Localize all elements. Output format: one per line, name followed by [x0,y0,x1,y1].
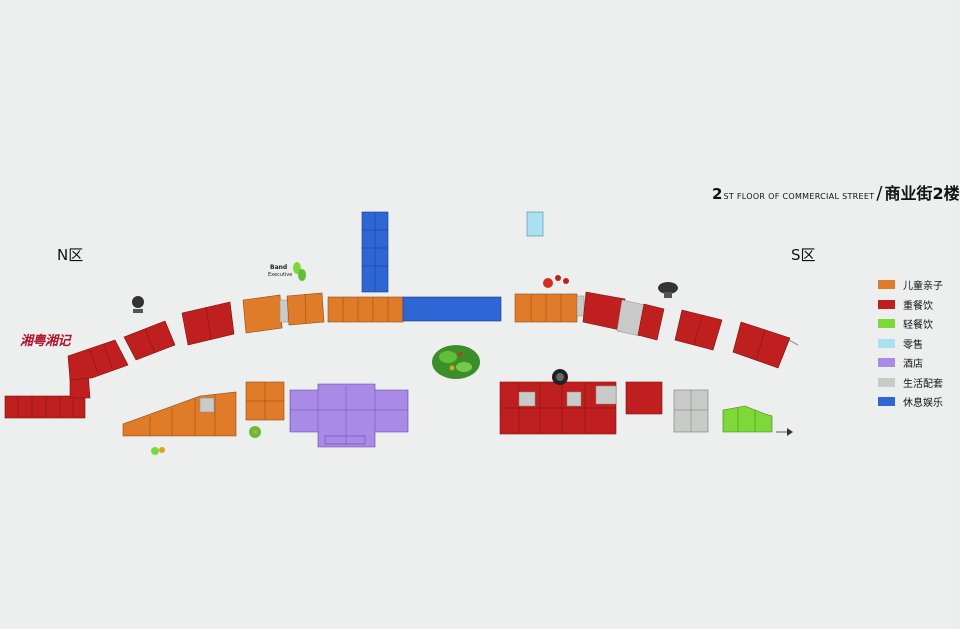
unit-n-04[interactable] [123,320,176,361]
light-dining-block [722,405,773,433]
color-swatch [878,280,895,290]
legend-label: 儿童亲子 [903,281,943,293]
legend-label: 重餐饮 [903,300,933,312]
zone-label-south: S区 [791,246,816,264]
unit-light-dining[interactable] [722,405,773,433]
legend-item: 休息娱乐 [878,392,943,412]
unit-c-01[interactable] [327,296,404,323]
leaf-logo-icon [293,262,306,281]
title-number: 2 [712,185,723,203]
bonsai-logo-icon [658,282,678,298]
lower-left-kids [122,381,285,437]
legend-label: 生活配套 [903,378,943,390]
central-kids-south [514,293,585,323]
color-swatch [878,377,895,387]
unit-s-04[interactable] [732,321,791,369]
unit-n-05[interactable] [181,301,235,346]
legend-label: 休息娱乐 [903,398,943,410]
services-block [673,389,709,433]
unit-r-02[interactable] [625,381,663,415]
hotel-block [289,383,409,448]
north-arc-dining [4,301,235,419]
green-logo-icon [151,447,165,455]
brand-logo-text: 湘粤湘记 [20,334,71,349]
unit-retail-01[interactable] [526,211,544,237]
legend-item: 生活配套 [878,373,943,393]
south-arc-dining [582,291,799,369]
color-swatch [878,319,895,329]
legend-item: 零售 [878,334,943,354]
unit-blue-corridor[interactable] [402,296,502,322]
title-slash: / [876,183,883,204]
unit-n-01[interactable] [4,395,86,419]
title-english: ST FLOOR OF COMMERCIAL STREET [723,192,875,201]
leisure-blue [361,211,502,322]
legend-item: 轻餐饮 [878,314,943,334]
lower-right-dining [499,381,663,435]
zone-label-north: N区 [57,246,84,264]
north-arc-kids [242,292,325,334]
legend: 儿童亲子重餐饮轻餐饮零售酒店生活配套休息娱乐 [878,275,943,412]
title-chinese: 商业街2楼 [884,184,960,203]
legend-item: 儿童亲子 [878,275,943,295]
map-title: 2 ST FLOOR OF COMMERCIAL STREET / 商业街2楼 [712,180,960,204]
tomato-logo-icon [543,275,569,288]
color-swatch [878,397,895,407]
brand-band-name: Band [270,264,288,271]
dark-badge-icon [552,369,568,385]
unit-s-02[interactable] [637,303,665,341]
brand-band-sub: Executive [268,272,293,278]
mini-tree-icon [249,426,261,438]
legend-item: 酒店 [878,353,943,373]
legend-label: 轻餐饮 [903,320,933,332]
color-swatch [878,358,895,368]
color-swatch [878,299,895,309]
unit-s-03[interactable] [674,309,723,351]
unit-n-06[interactable] [242,294,283,334]
north-arrow-icon [776,428,793,436]
central-kids-north [327,296,404,323]
legend-label: 零售 [903,339,923,351]
legend-item: 重餐饮 [878,295,943,315]
unit-l-01[interactable] [122,391,237,437]
unit-hotel[interactable] [289,383,409,448]
legend-label: 酒店 [903,359,923,371]
chef-logo-icon [132,296,144,313]
color-swatch [878,338,895,348]
unit-n-03[interactable] [67,339,129,381]
garden-icon [432,345,480,379]
